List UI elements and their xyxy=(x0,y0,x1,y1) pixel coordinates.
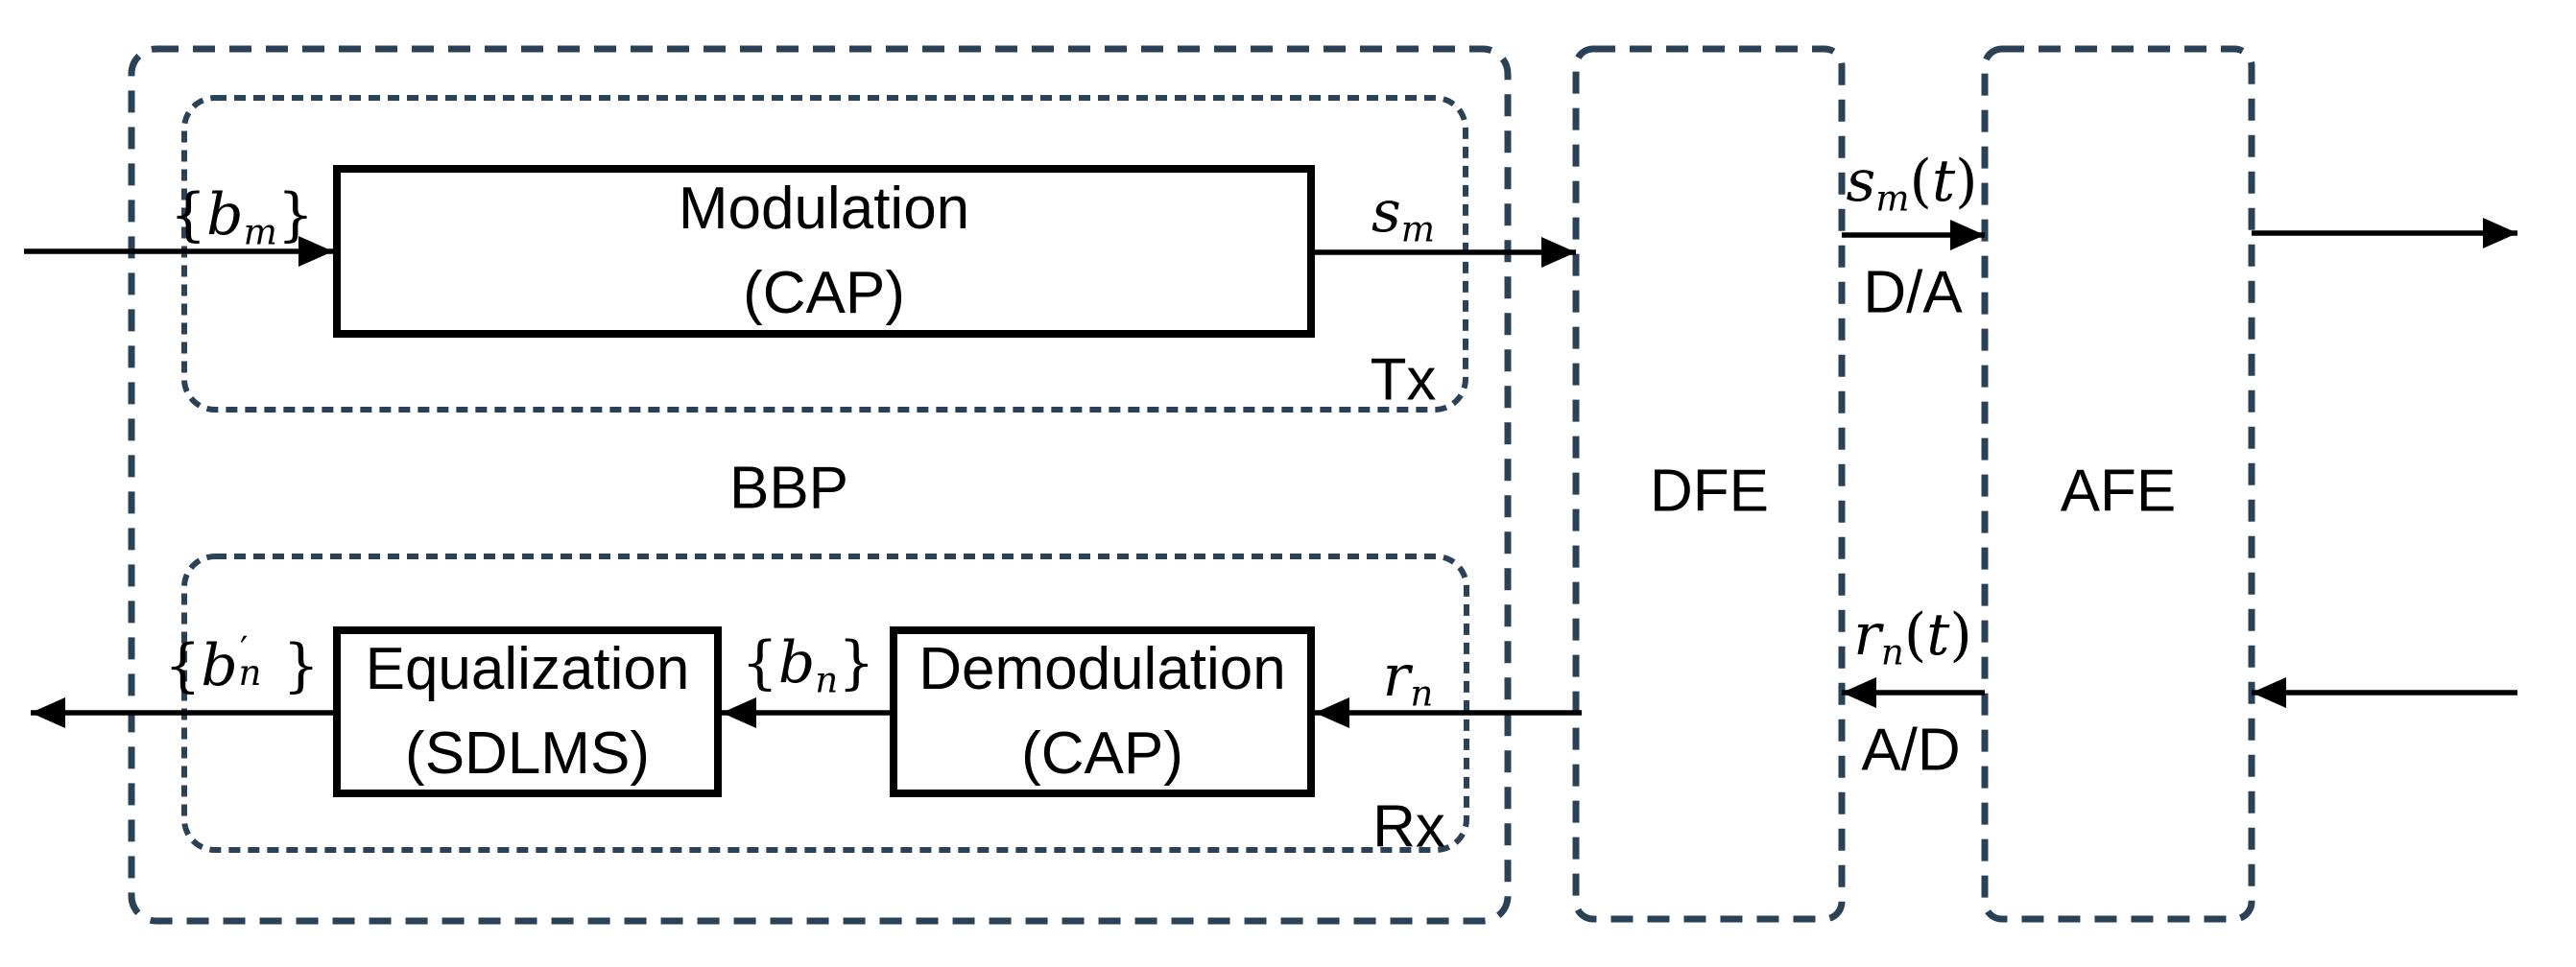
signal-bn-prime-label: {b′n} xyxy=(164,627,320,700)
afe-container-box xyxy=(1981,45,2255,923)
bbp-label: BBP xyxy=(728,455,849,522)
bbp-container-box xyxy=(128,45,1512,925)
tx-label: Tx xyxy=(1370,346,1437,413)
equalization-block: Equalization (SDLMS) xyxy=(333,626,722,797)
rx-label: Rx xyxy=(1372,793,1445,861)
demodulation-block: Demodulation (CAP) xyxy=(890,626,1315,797)
equalization-block-line2: (SDLMS) xyxy=(405,720,650,787)
signal-rnt-label: rn(t) xyxy=(1853,601,1972,673)
demodulation-block-line2: (CAP) xyxy=(1021,720,1183,787)
modulation-block-line1: Modulation xyxy=(678,175,970,242)
dfe-label: DFE xyxy=(1650,458,1769,525)
rx-container-box xyxy=(181,554,1469,853)
modulation-block: Modulation (CAP) xyxy=(333,165,1315,338)
signal-smt-label: sm(t) xyxy=(1846,148,1978,220)
ad-converter-label: A/D xyxy=(1861,717,1961,784)
da-converter-label: D/A xyxy=(1863,259,1963,326)
signal-rn-label: rn xyxy=(1382,643,1434,715)
signal-bn-label: {bn} xyxy=(741,629,875,701)
equalization-block-line1: Equalization xyxy=(365,635,690,702)
dfe-container-box xyxy=(1572,45,1846,923)
afe-label: AFE xyxy=(2060,458,2177,525)
demodulation-block-line1: Demodulation xyxy=(918,635,1286,702)
signal-sm-label: sm xyxy=(1371,178,1436,250)
signal-bm-label: {bm} xyxy=(169,181,315,253)
modulation-block-line2: (CAP) xyxy=(743,260,905,326)
